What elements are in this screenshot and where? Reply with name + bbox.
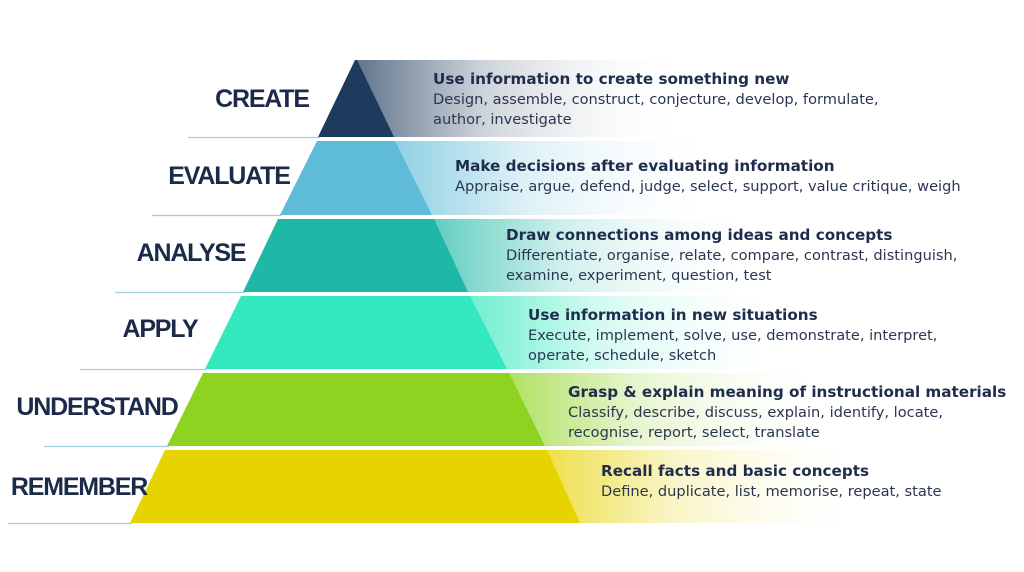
level-label-understand: UNDERSTAND (16, 393, 177, 421)
description-line-create: Design, assemble, construct, conjecture,… (433, 91, 879, 108)
level-label-remember: REMEMBER (11, 473, 148, 501)
description-line-understand: Classify, describe, discuss, explain, id… (568, 404, 943, 421)
tier-remember (130, 450, 580, 523)
description-line-understand: recognise, report, select, translate (568, 424, 820, 441)
level-label-create: CREATE (215, 85, 309, 113)
description-title-evaluate: Make decisions after evaluating informat… (455, 157, 835, 175)
level-label-analyse: ANALYSE (137, 239, 246, 267)
tier-evaluate (280, 141, 432, 215)
level-label-evaluate: EVALUATE (168, 162, 290, 190)
description-line-apply: operate, schedule, sketch (528, 347, 716, 364)
level-descriptions: Use information to create something newD… (433, 70, 1006, 500)
description-title-create: Use information to create something new (433, 70, 789, 88)
description-line-analyse: Differentiate, organise, relate, compare… (506, 247, 957, 264)
description-title-apply: Use information in new situations (528, 306, 818, 324)
description-title-understand: Grasp & explain meaning of instructional… (568, 383, 1006, 401)
tier-create (318, 60, 394, 137)
tier-understand (167, 373, 545, 446)
divider-lines (8, 136, 320, 525)
pyramid-tiers (130, 60, 580, 523)
description-line-remember: Define, duplicate, list, memorise, repea… (601, 483, 942, 500)
description-line-analyse: examine, experiment, question, test (506, 267, 772, 284)
description-title-analyse: Draw connections among ideas and concept… (506, 226, 892, 244)
description-line-apply: Execute, implement, solve, use, demonstr… (528, 327, 937, 344)
band-evaluate (317, 141, 1000, 215)
band-create (355, 60, 1000, 137)
description-line-evaluate: Appraise, argue, defend, judge, select, … (455, 178, 961, 195)
tier-analyse (243, 219, 468, 292)
level-label-apply: APPLY (122, 315, 199, 343)
level-labels: CREATE EVALUATE ANALYSE APPLY UNDERSTAND REME… (11, 85, 311, 501)
description-title-remember: Recall facts and basic concepts (601, 462, 869, 480)
tier-apply (205, 296, 507, 369)
description-line-create: author, investigate (433, 111, 572, 128)
